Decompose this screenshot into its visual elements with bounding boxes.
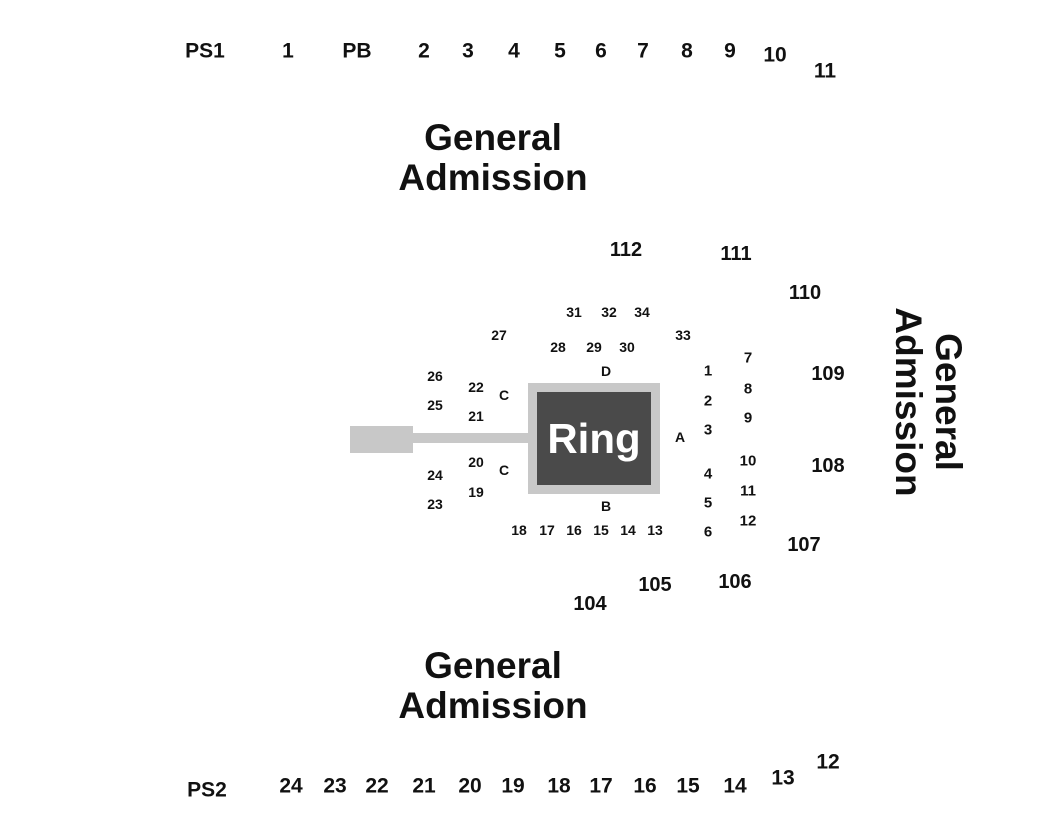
floor-section[interactable]: 30 xyxy=(619,339,635,355)
ring-side-label: C xyxy=(498,387,510,403)
section-label[interactable]: 104 xyxy=(573,593,607,615)
section-label[interactable]: 7 xyxy=(637,39,649,63)
floor-section[interactable]: 28 xyxy=(550,339,566,355)
floor-section[interactable]: 2 xyxy=(703,392,713,410)
floor-section[interactable]: 19 xyxy=(468,484,484,500)
floor-section[interactable]: 7 xyxy=(743,349,753,367)
ga-label-line1: General xyxy=(424,645,562,686)
section-label[interactable]: 13 xyxy=(771,766,795,790)
floor-section[interactable]: 1 xyxy=(703,362,713,380)
general-admission-right[interactable]: General Admission xyxy=(888,282,969,522)
floor-section[interactable]: 11 xyxy=(740,482,756,500)
ga-label-line2: Admission xyxy=(398,684,588,726)
section-label[interactable]: 19 xyxy=(501,774,525,798)
floor-section[interactable]: 26 xyxy=(427,368,443,384)
section-label[interactable]: 15 xyxy=(676,774,700,798)
section-label[interactable]: 10 xyxy=(763,43,787,67)
section-label[interactable]: 20 xyxy=(458,774,482,798)
walkway xyxy=(413,433,530,443)
floor-section[interactable]: 21 xyxy=(468,408,484,424)
ga-label-line1: General xyxy=(424,117,562,158)
ring-canvas: Ring xyxy=(537,392,651,485)
floor-section[interactable]: 33 xyxy=(675,327,691,343)
section-label[interactable]: 14 xyxy=(723,774,747,798)
floor-section[interactable]: 23 xyxy=(427,496,443,512)
ring-side-label: A xyxy=(674,429,686,445)
ring-side-label: C xyxy=(498,462,510,478)
section-label[interactable]: 111 xyxy=(720,243,752,265)
section-label[interactable]: PS2 xyxy=(187,778,227,802)
section-label[interactable]: 18 xyxy=(547,774,571,798)
section-label[interactable]: 17 xyxy=(589,774,613,798)
ga-label-line2: Admission xyxy=(398,156,588,198)
floor-section[interactable]: 14 xyxy=(620,522,636,538)
floor-section[interactable]: 32 xyxy=(601,304,617,320)
ring-side-label: D xyxy=(600,363,612,379)
section-label[interactable]: 108 xyxy=(811,455,845,477)
section-label[interactable]: 5 xyxy=(554,39,566,63)
section-label[interactable]: 1 xyxy=(282,39,294,63)
floor-section[interactable]: 25 xyxy=(427,397,443,413)
floor-section[interactable]: 17 xyxy=(539,522,555,538)
floor-section[interactable]: 8 xyxy=(743,380,753,398)
section-label[interactable]: 6 xyxy=(595,39,607,63)
section-label[interactable]: 8 xyxy=(681,39,693,63)
ga-label-line1: General xyxy=(927,333,969,471)
ring[interactable]: Ring xyxy=(528,383,660,494)
floor-section[interactable]: 22 xyxy=(468,379,484,395)
section-label[interactable]: 21 xyxy=(412,774,436,798)
section-label[interactable]: 109 xyxy=(811,363,845,385)
section-label[interactable]: 23 xyxy=(323,774,347,798)
floor-section[interactable]: 34 xyxy=(634,304,650,320)
section-label[interactable]: 112 xyxy=(609,239,643,261)
floor-section[interactable]: 12 xyxy=(739,512,757,530)
general-admission-top[interactable]: General Admission xyxy=(363,118,623,198)
floor-section[interactable]: 9 xyxy=(743,409,753,427)
floor-section[interactable]: 10 xyxy=(739,452,757,470)
entrance-stage xyxy=(350,426,413,453)
section-label[interactable]: 110 xyxy=(788,282,822,304)
floor-section[interactable]: 15 xyxy=(593,522,609,538)
ring-side-label: B xyxy=(600,498,612,514)
section-label[interactable]: 106 xyxy=(718,571,752,593)
general-admission-bottom[interactable]: General Admission xyxy=(363,646,623,726)
floor-section[interactable]: 16 xyxy=(566,522,582,538)
section-label[interactable]: 107 xyxy=(787,534,821,556)
floor-section[interactable]: 29 xyxy=(586,339,602,355)
floor-section[interactable]: 6 xyxy=(703,523,713,541)
section-label[interactable]: 16 xyxy=(633,774,657,798)
floor-section[interactable]: 4 xyxy=(703,465,713,483)
section-label[interactable]: 9 xyxy=(724,39,736,63)
floor-section[interactable]: 13 xyxy=(647,522,663,538)
section-label[interactable]: 22 xyxy=(365,774,389,798)
section-label[interactable]: 2 xyxy=(418,39,430,63)
floor-section[interactable]: 3 xyxy=(703,421,713,439)
floor-section[interactable]: 27 xyxy=(491,327,507,343)
section-label[interactable]: 3 xyxy=(462,39,474,63)
section-label[interactable]: 12 xyxy=(816,750,840,774)
floor-section[interactable]: 5 xyxy=(703,494,713,512)
section-label[interactable]: PS1 xyxy=(185,39,225,63)
floor-section[interactable]: 24 xyxy=(427,467,443,483)
ring-label: Ring xyxy=(547,414,641,462)
section-label[interactable]: 11 xyxy=(813,59,837,83)
section-label[interactable]: 4 xyxy=(508,39,520,63)
ga-label-line2: Admission xyxy=(888,307,929,497)
section-label[interactable]: 105 xyxy=(638,574,672,596)
floor-section[interactable]: 18 xyxy=(511,522,527,538)
floor-section[interactable]: 20 xyxy=(468,454,484,470)
section-label[interactable]: PB xyxy=(342,39,372,63)
section-label[interactable]: 24 xyxy=(279,774,303,798)
floor-section[interactable]: 31 xyxy=(566,304,582,320)
